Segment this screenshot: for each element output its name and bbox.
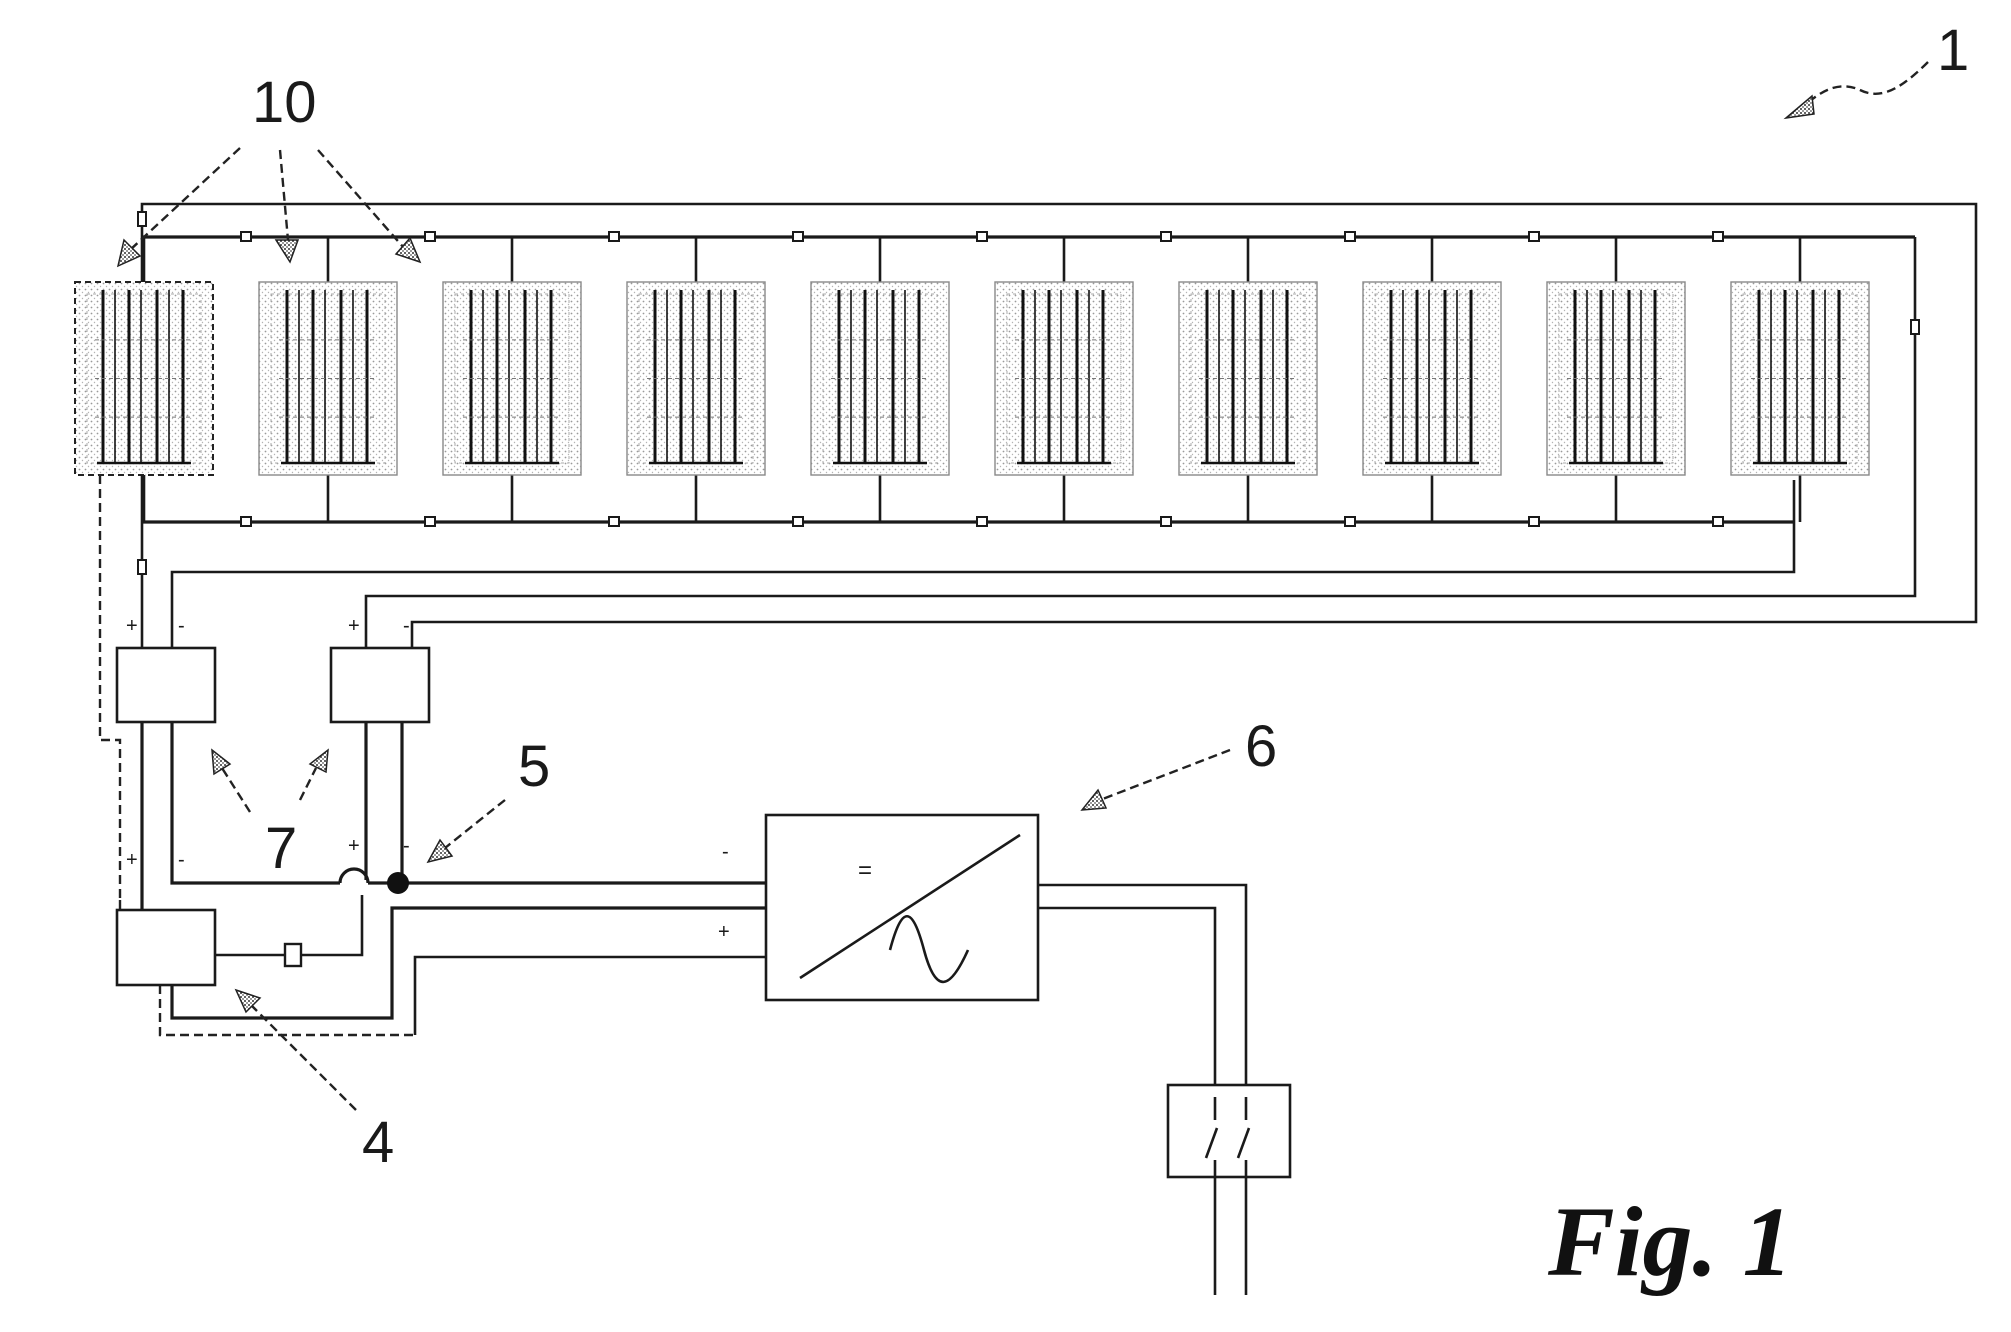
pv-module <box>626 281 766 476</box>
module-connection <box>1062 231 1172 527</box>
module-connection <box>1430 231 1540 527</box>
minus-label: - <box>403 615 410 637</box>
pv-module-array <box>74 281 1870 476</box>
pv-module <box>74 281 214 476</box>
pv-module <box>442 281 582 476</box>
reference-6: 6 <box>1080 714 1277 811</box>
module-connection <box>510 231 620 527</box>
inverter: = <box>764 813 1040 1002</box>
reference-10: 10 <box>116 70 422 268</box>
dc-wiring <box>118 722 766 1037</box>
pv-module <box>1546 281 1686 476</box>
ref-numeral-5: 5 <box>518 734 550 799</box>
switching-unit-left <box>115 646 217 724</box>
ref-numeral-6: 6 <box>1245 714 1277 779</box>
pv-module <box>1362 281 1502 476</box>
ref-numeral-4: 4 <box>362 1110 394 1175</box>
minus-label: - <box>178 849 185 871</box>
module-connection <box>326 231 436 527</box>
pv-module <box>1730 281 1870 476</box>
module-connection <box>1246 231 1356 527</box>
module-connection <box>694 231 804 527</box>
pv-module <box>994 281 1134 476</box>
pv-module <box>810 281 950 476</box>
outer-return-wire <box>137 202 1978 648</box>
module-connection <box>878 231 988 527</box>
ref-numeral-10: 10 <box>252 70 317 135</box>
first-module-wiring <box>98 475 147 900</box>
reference-1: 1 <box>1783 18 1969 120</box>
figure-label: Fig. 1 <box>1547 1186 1792 1297</box>
plus-label: + <box>348 835 360 857</box>
module-connections <box>142 231 1802 527</box>
reference-7: 7 <box>211 748 329 881</box>
dc-symbol: = <box>858 857 872 884</box>
top-busbar <box>142 235 1920 648</box>
reference-4: 4 <box>234 988 394 1175</box>
pv-module <box>1178 281 1318 476</box>
minus-label: - <box>722 841 729 863</box>
ac-output <box>1038 883 1292 1295</box>
bottom-busbar <box>142 480 1796 648</box>
plus-label: + <box>126 849 138 871</box>
minus-label: - <box>403 835 410 857</box>
plus-label: + <box>348 615 360 637</box>
switching-unit-right <box>329 646 431 724</box>
module-connection <box>142 231 252 527</box>
pv-module <box>258 281 398 476</box>
plus-label: + <box>718 921 730 943</box>
ref-numeral-7: 7 <box>265 816 297 881</box>
reference-5: 5 <box>426 734 550 864</box>
module-connection <box>1614 231 1724 527</box>
minus-label: - <box>178 615 185 637</box>
plus-label: + <box>126 615 138 637</box>
ref-numeral-1: 1 <box>1937 18 1969 83</box>
unit-4-box <box>115 908 217 987</box>
